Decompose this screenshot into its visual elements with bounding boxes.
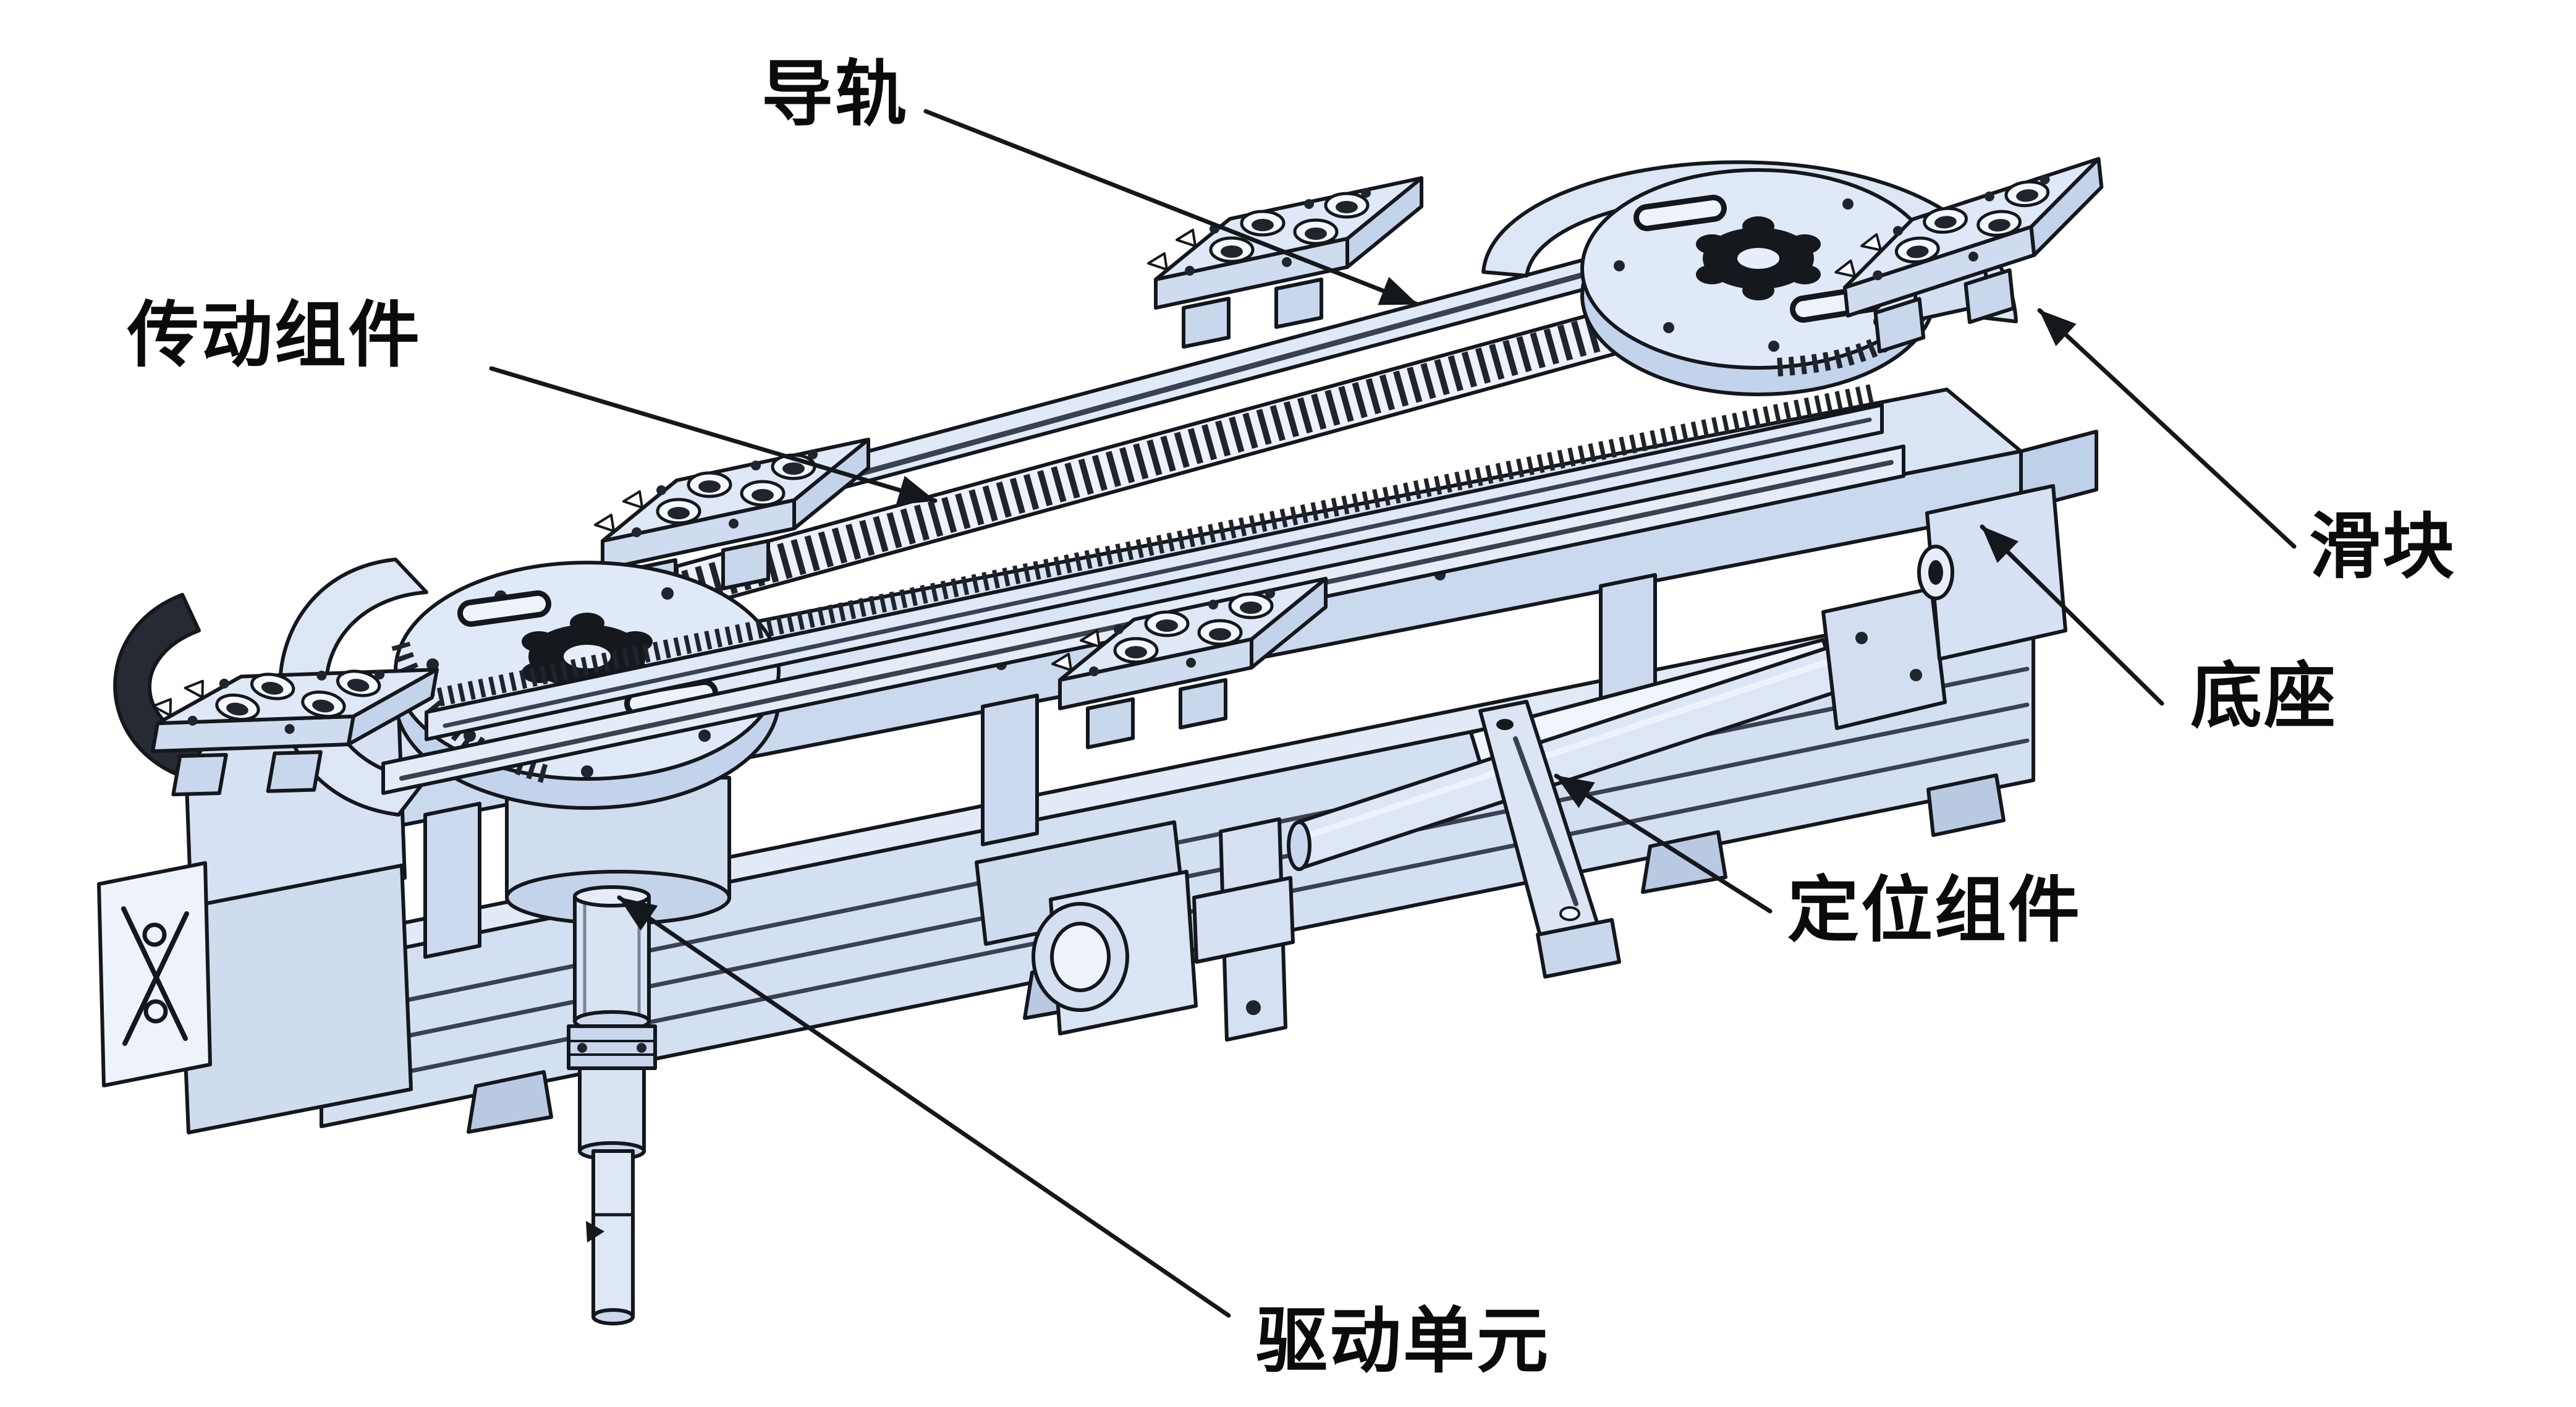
leader-base bbox=[1980, 524, 2164, 706]
timing-belt-front-run bbox=[436, 384, 1875, 707]
label-drive-unit: 驱动单元 bbox=[1256, 1301, 1550, 1381]
motor-assembly bbox=[975, 820, 1295, 1035]
label-transmission-assembly: 传动组件 bbox=[127, 295, 422, 375]
leader-slider bbox=[2037, 308, 2297, 549]
leader-drive-unit bbox=[617, 895, 1231, 1318]
label-slider: 滑块 bbox=[2309, 506, 2456, 587]
extrusion-cross-section bbox=[97, 861, 212, 1087]
guide-rail-front-inner bbox=[425, 403, 1884, 741]
leader-lines bbox=[489, 109, 2297, 1318]
label-positioning-assembly: 定位组件 bbox=[1787, 870, 2082, 950]
leader-guide-rail bbox=[923, 109, 1420, 307]
positioning-arm bbox=[1478, 700, 1621, 979]
vertical-drive-unit bbox=[567, 885, 657, 1325]
leader-positioning-assembly bbox=[1554, 773, 1773, 914]
sprocket-hub-right bbox=[1696, 216, 1821, 300]
label-guide-rail: 导轨 bbox=[761, 54, 909, 134]
label-base: 底座 bbox=[2190, 656, 2337, 736]
bearing-block-right bbox=[1821, 587, 1947, 730]
gearbox-right bbox=[1917, 484, 2067, 661]
leader-transmission-assembly bbox=[489, 366, 938, 505]
